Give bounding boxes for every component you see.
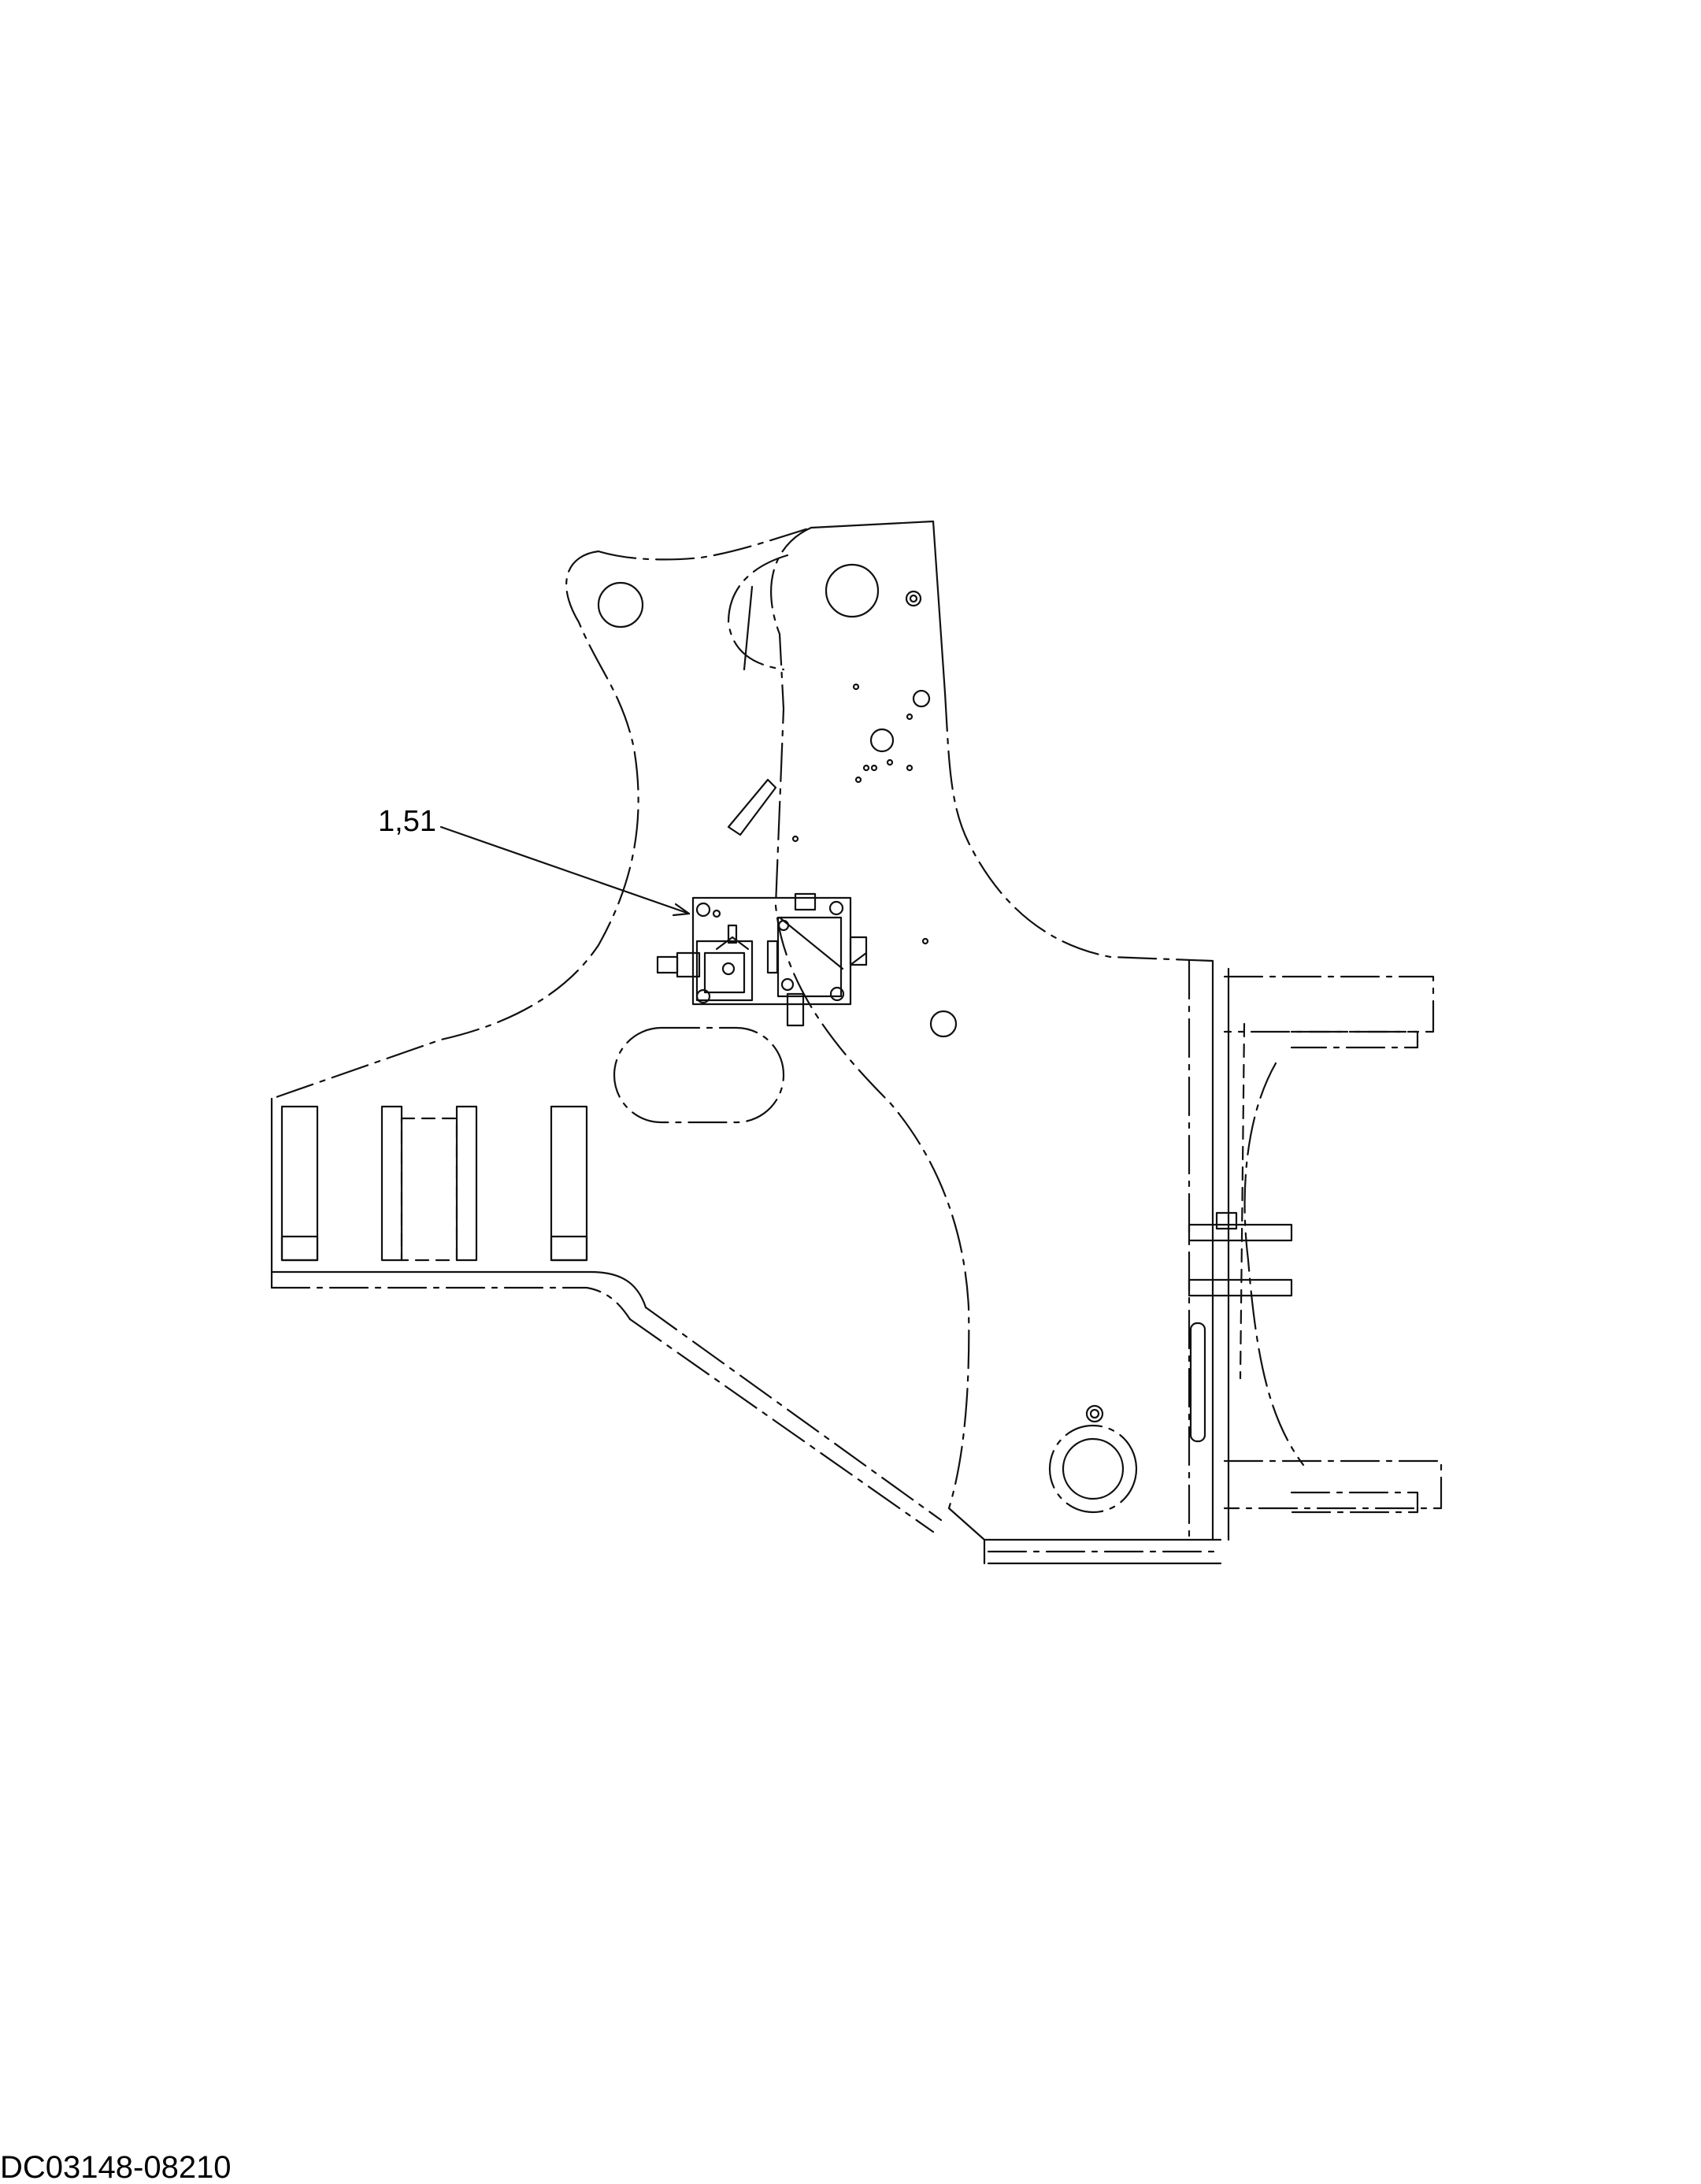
bracket [727,778,777,836]
right-frame [1188,959,1443,1541]
lower-left-slots [280,1105,588,1262]
callout-leader [439,825,691,917]
holes [597,563,1138,1514]
callout-1-51: 1,51 [378,805,436,838]
frame-outline [270,520,1214,1510]
drawing-number: DC03148-08210 [0,2150,232,2184]
bottom-frame [270,1097,1222,1565]
valve-block [656,892,868,1027]
oval-cutout [613,1026,785,1124]
